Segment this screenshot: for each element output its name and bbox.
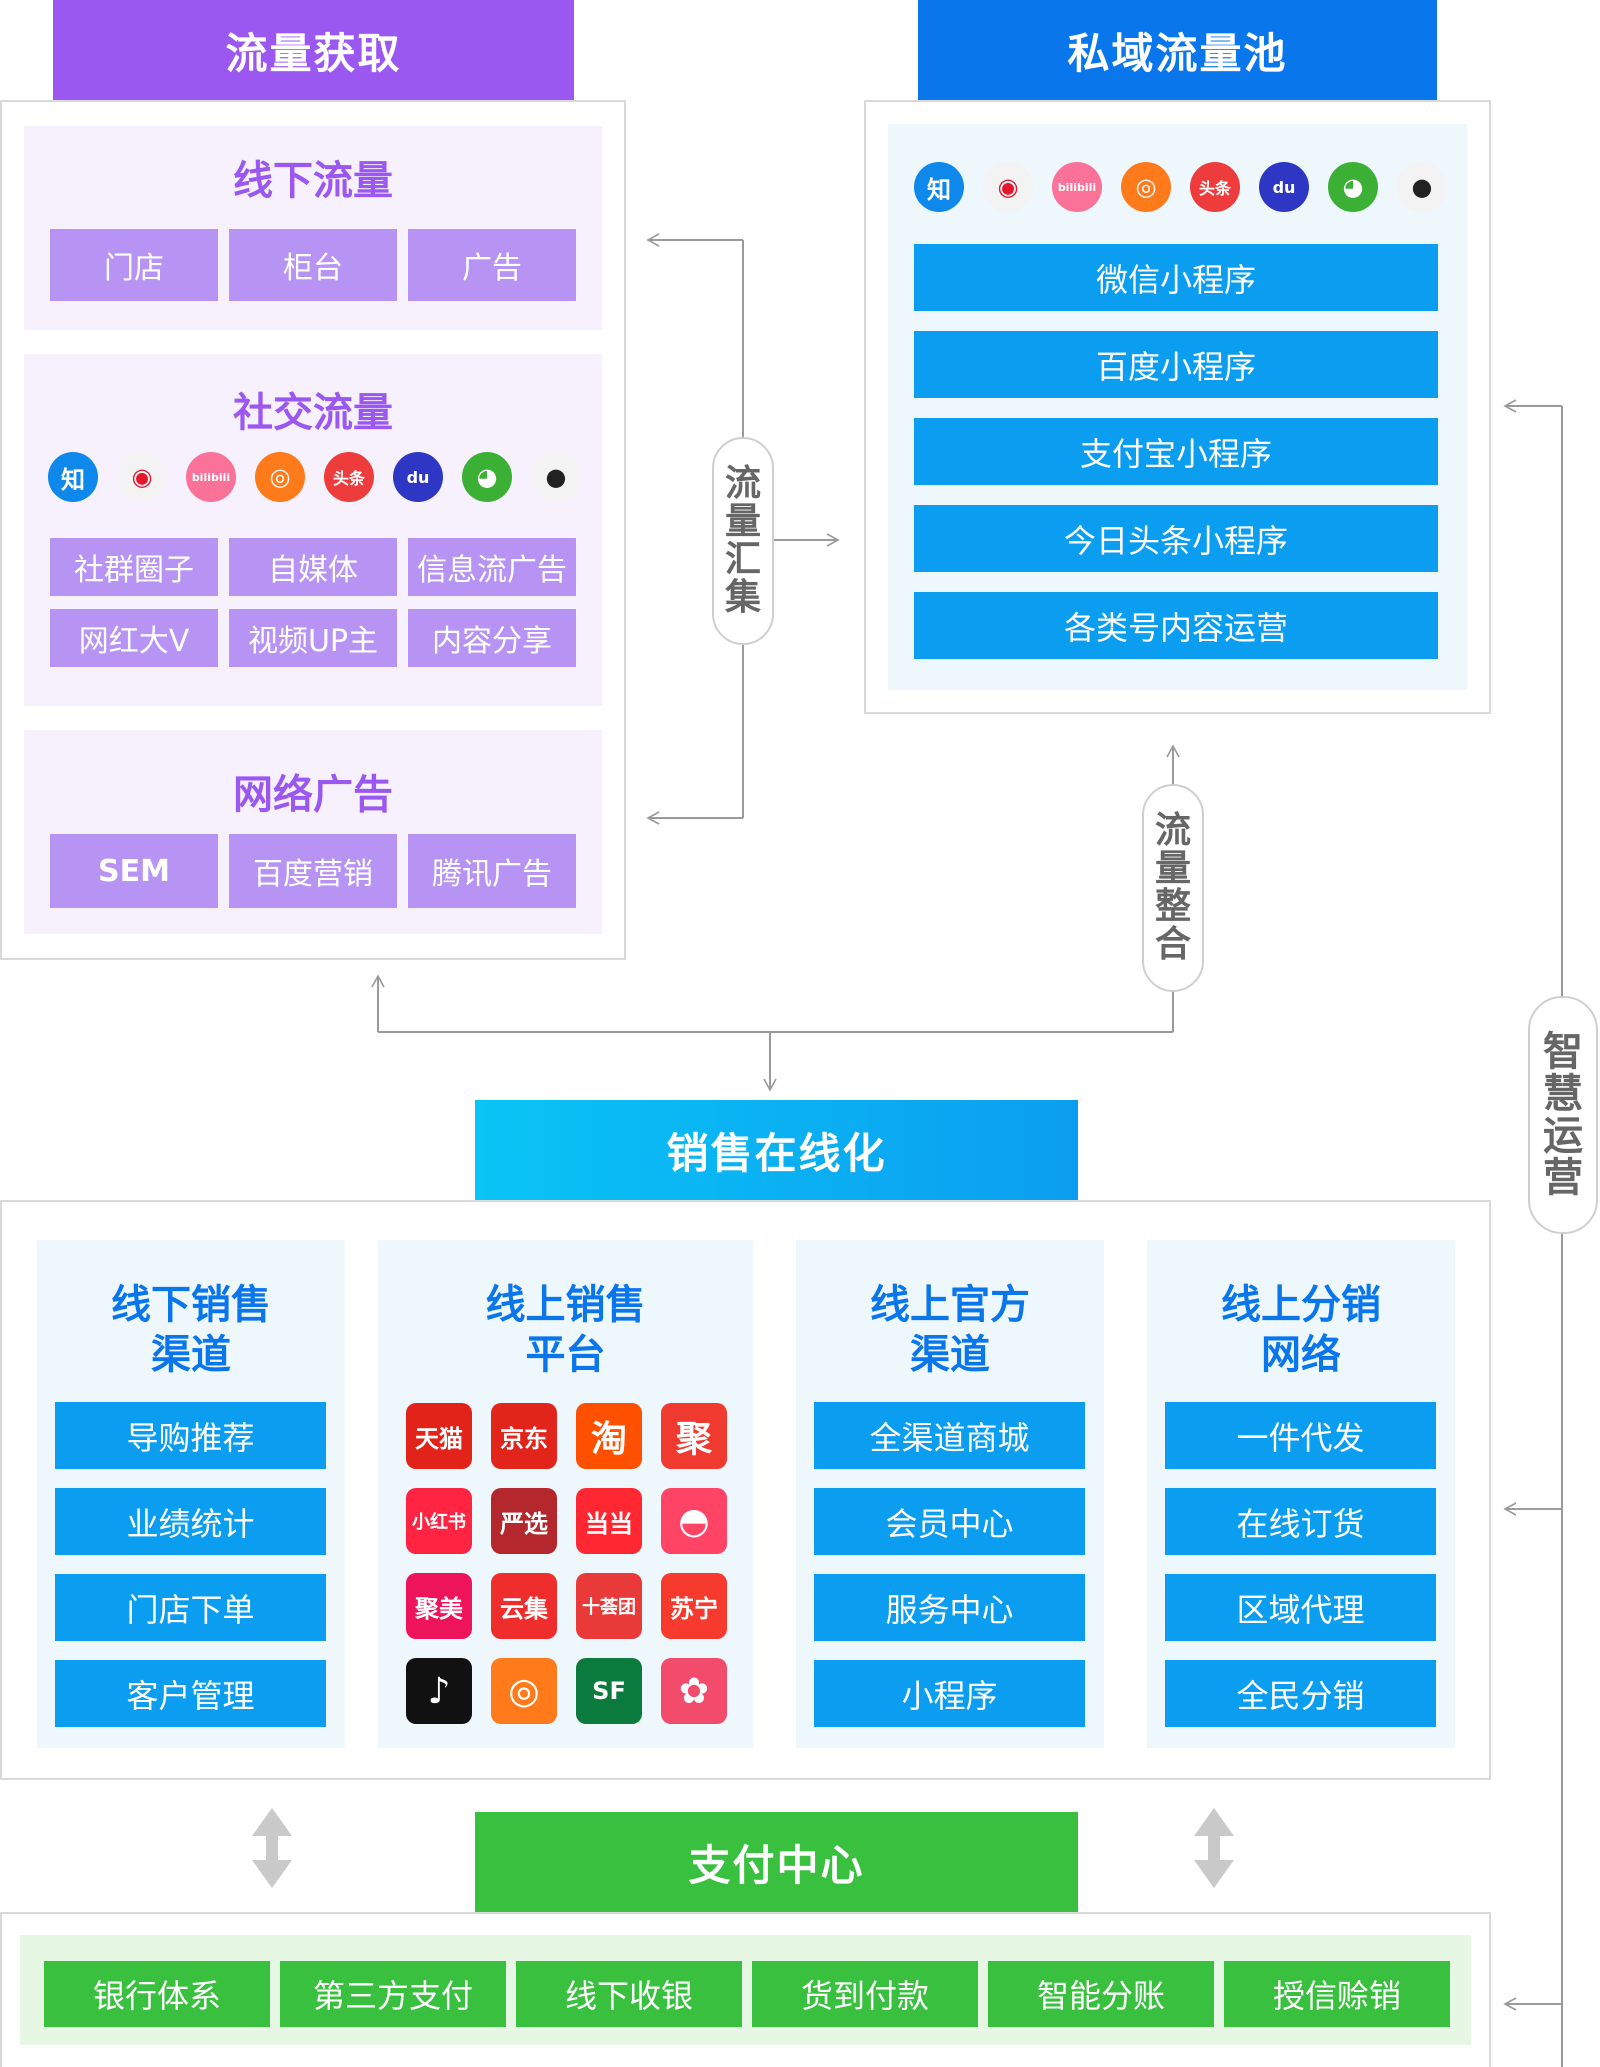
online-platform-panel: 线上销售 平台 天猫京东淘聚小红书严选当当 ◓ 聚美云集十荟团苏宁 ♪ ◎ SF ✿ [378, 1240, 753, 1748]
offline-chip-counter[interactable]: 柜台 [229, 229, 397, 301]
pool-item-toutiao-mini[interactable]: 今日头条小程序 [914, 505, 1438, 572]
zhihu-icon: 知 [48, 452, 98, 502]
qq-icon: ● [1397, 162, 1447, 212]
network-ads-title: 网络广告 [233, 772, 393, 818]
pool-item-baidu-mini[interactable]: 百度小程序 [914, 331, 1438, 398]
official-item-omni-mall[interactable]: 全渠道商城 [814, 1402, 1085, 1469]
pool-item-alipay-mini[interactable]: 支付宝小程序 [914, 418, 1438, 485]
payment-link-arrows [252, 1808, 1234, 1888]
social-chip-community[interactable]: 社群圈子 [50, 538, 218, 596]
official-item-miniapp[interactable]: 小程序 [814, 1660, 1085, 1727]
payment-item-offline-pos[interactable]: 线下收银 [516, 1961, 742, 2027]
yanxuan-icon: 严选 [491, 1488, 557, 1554]
official-item-service[interactable]: 服务中心 [814, 1574, 1085, 1641]
sales-online-header: 销售在线化 [475, 1100, 1078, 1200]
online-platform-title-l1: 线上销售 [485, 1282, 646, 1328]
distribution-item-ordering[interactable]: 在线订货 [1165, 1488, 1436, 1555]
payment-item-bank[interactable]: 银行体系 [44, 1961, 270, 2027]
zhihu-icon: 知 [914, 162, 964, 212]
weibo-icon: ◉ [117, 452, 167, 502]
kuaishou-app-icon: ◎ [491, 1658, 557, 1724]
shiquantuan-icon: 十荟团 [576, 1573, 642, 1639]
payment-item-cod[interactable]: 货到付款 [752, 1961, 978, 2027]
private-pool-header: 私域流量池 [918, 0, 1437, 100]
weibo-icon: ◉ [983, 162, 1033, 212]
distribution-title-l1: 线上分销 [1221, 1282, 1381, 1328]
wechat-icon: ◕ [1328, 162, 1378, 212]
offline-sales-item-guide[interactable]: 导购推荐 [55, 1402, 326, 1469]
suning-icon: 苏宁 [661, 1573, 727, 1639]
pool-item-wechat-mini[interactable]: 微信小程序 [914, 244, 1438, 311]
social-traffic-panel: 社交流量 知 ◉ bilibili ◎ 头条 du ◕ ● 社群圈子 自媒体 信息流广告 网红… [24, 354, 602, 706]
kuaishou-icon: ◎ [1121, 162, 1171, 212]
toutiao-icon: 头条 [324, 452, 374, 502]
offline-sales-title-l1: 线下销售 [111, 1282, 271, 1328]
social-chip-influencer[interactable]: 网红大V [50, 609, 218, 667]
mogujie-icon: ◓ [661, 1488, 727, 1554]
douyin-icon: ♪ [406, 1658, 472, 1724]
distribution-item-dropship[interactable]: 一件代发 [1165, 1402, 1436, 1469]
distribution-title-l2: 网络 [1261, 1332, 1341, 1378]
offline-chip-ads[interactable]: 广告 [408, 229, 576, 301]
traffic-aggregation-pill: 流量汇集 [712, 437, 774, 645]
social-chip-self-media[interactable]: 自媒体 [229, 538, 397, 596]
distribution-item-agent[interactable]: 区域代理 [1165, 1574, 1436, 1641]
baidu-icon: du [1259, 162, 1309, 212]
traffic-acquisition-header: 流量获取 [53, 0, 574, 100]
social-traffic-title: 社交流量 [233, 390, 393, 436]
distribution-item-all-people[interactable]: 全民分销 [1165, 1660, 1436, 1727]
payment-item-split[interactable]: 智能分账 [988, 1961, 1214, 2027]
offline-sales-item-stats[interactable]: 业绩统计 [55, 1488, 326, 1555]
official-channel-panel: 线上官方 渠道 全渠道商城 会员中心 服务中心 小程序 [796, 1240, 1104, 1748]
xiaohongshu-icon: 小红书 [406, 1488, 472, 1554]
ads-chip-tencent[interactable]: 腾讯广告 [408, 834, 576, 908]
payment-panel: 银行体系 第三方支付 线下收银 货到付款 智能分账 授信赊销 [20, 1935, 1471, 2045]
official-channel-title-l1: 线上官方 [870, 1282, 1030, 1328]
traffic-integration-pill: 流量整合 [1142, 784, 1204, 992]
offline-chip-store[interactable]: 门店 [50, 229, 218, 301]
social-chip-content-share[interactable]: 内容分享 [408, 609, 576, 667]
baidu-icon: du [393, 452, 443, 502]
taobao-icon: 淘 [576, 1403, 642, 1469]
offline-sales-item-order[interactable]: 门店下单 [55, 1574, 326, 1641]
payment-header: 支付中心 [475, 1812, 1078, 1912]
qq-icon: ● [531, 452, 581, 502]
official-item-member[interactable]: 会员中心 [814, 1488, 1085, 1555]
yunji-icon: 云集 [491, 1573, 557, 1639]
bilibili-icon: bilibili [1052, 162, 1102, 212]
wechat-icon: ◕ [462, 452, 512, 502]
offline-sales-item-crm[interactable]: 客户管理 [55, 1660, 326, 1727]
smart-operation-pill: 智慧运营 [1528, 996, 1598, 1234]
tmall-icon: 天猫 [406, 1403, 472, 1469]
network-ads-panel: 网络广告 SEM 百度营销 腾讯广告 [24, 730, 602, 934]
payment-item-credit[interactable]: 授信赊销 [1224, 1961, 1450, 2027]
official-channel-title-l2: 渠道 [910, 1332, 990, 1378]
ads-chip-baidu[interactable]: 百度营销 [229, 834, 397, 908]
kuaishou-icon: ◎ [255, 452, 305, 502]
private-pool-panel: 知 ◉ bilibili ◎ 头条 du ◕ ● 微信小程序 百度小程序 支付宝小程序 今日头… [888, 124, 1467, 690]
jd-icon: 京东 [491, 1403, 557, 1469]
bilibili-icon: bilibili [186, 452, 236, 502]
sf-icon: SF [576, 1658, 642, 1724]
offline-sales-panel: 线下销售 渠道 导购推荐 业绩统计 门店下单 客户管理 [37, 1240, 345, 1748]
social-chip-feed-ads[interactable]: 信息流广告 [408, 538, 576, 596]
social-chip-video-up[interactable]: 视频UP主 [229, 609, 397, 667]
dangdang-icon: 当当 [576, 1488, 642, 1554]
toutiao-icon: 头条 [1190, 162, 1240, 212]
payment-item-third-party[interactable]: 第三方支付 [280, 1961, 506, 2027]
flower-app-icon: ✿ [661, 1658, 727, 1724]
pool-item-content-ops[interactable]: 各类号内容运营 [914, 592, 1438, 659]
offline-traffic-title: 线下流量 [233, 158, 393, 204]
offline-traffic-panel: 线下流量 门店 柜台 广告 [24, 126, 602, 330]
distribution-panel: 线上分销 网络 一件代发 在线订货 区域代理 全民分销 [1147, 1240, 1455, 1748]
jumei-icon: 聚美 [406, 1573, 472, 1639]
online-platform-title-l2: 平台 [525, 1332, 606, 1378]
offline-sales-title-l2: 渠道 [151, 1332, 231, 1378]
juhuasuan-icon: 聚 [661, 1403, 727, 1469]
ads-chip-sem[interactable]: SEM [50, 834, 218, 908]
